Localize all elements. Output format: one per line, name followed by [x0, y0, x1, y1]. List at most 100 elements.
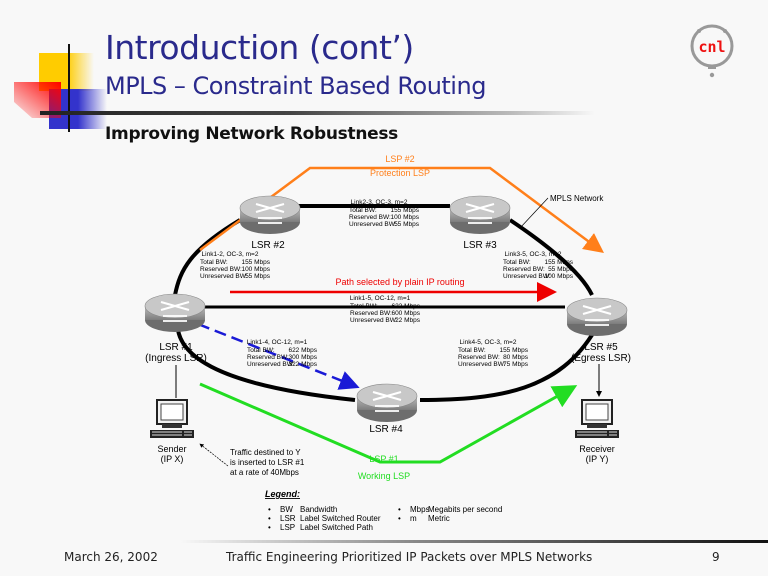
sender-label: Sender [157, 444, 186, 454]
router-lsr1[interactable] [143, 292, 207, 334]
link-unreserved-bw-label: Unreserved BW: [458, 361, 506, 368]
link-unreserved-bw-label: Unreserved BW: [349, 221, 397, 228]
section-heading: Improving Network Robustness [105, 124, 399, 144]
sender-computer[interactable] [149, 399, 195, 439]
link-4-5-line [419, 328, 597, 402]
traffic-note-line: Traffic destined to Y [230, 448, 301, 457]
link-reserved-bw-label: Reserved BW: [458, 354, 500, 361]
link-reserved-bw-label: Reserved BW: [349, 214, 391, 221]
link-total-bw-value: 155 Mbps [390, 207, 419, 214]
lsr4-label: LSR #4 [369, 424, 403, 435]
legend: • BW Bandwidth • LSR Label Switched Router • LS… [268, 505, 502, 532]
link-reserved-bw-value: 300 Mbps [288, 354, 317, 361]
link-total-bw-value: 622 Mbps [391, 303, 420, 310]
blue-dashed-path [197, 322, 360, 390]
legend-abbr: Mbps [410, 505, 430, 514]
legend-abbr: LSP [280, 523, 295, 532]
legend-bullet: • [268, 505, 271, 514]
link-total-bw-value: 155 Mbps [241, 259, 270, 266]
link-reserved-bw-value: 100 Mbps [390, 214, 419, 221]
legend-bullet: • [398, 514, 401, 523]
footer-date: March 26, 2002 [64, 550, 158, 564]
link-unreserved-bw-value: 22 Mbps [395, 317, 421, 324]
legend-meaning: Metric [428, 514, 450, 523]
link-name: Link2-3, OC-3, m=2 [351, 199, 408, 206]
router-lsr3[interactable] [448, 194, 512, 236]
link-name: Link4-5, OC-3, m=2 [460, 339, 517, 346]
link-reserved-bw-value: 600 Mbps [391, 310, 420, 317]
traffic-note-line: is inserted to LSR #1 [230, 458, 305, 467]
logo-text: cnl [698, 38, 725, 56]
link-unreserved-bw-value: 55 Mbps [394, 221, 420, 228]
sender-sublabel: (IP X) [161, 454, 184, 464]
link-total-bw-label: Total BW: [247, 347, 275, 354]
receiver-label: Receiver [579, 444, 615, 454]
lsr1-sublabel: (Ingress LSR) [145, 353, 207, 364]
link-1-2-line [173, 218, 242, 296]
link-unreserved-bw-label: Unreserved BW: [503, 273, 551, 280]
link-total-bw-label: Total BW: [503, 259, 531, 266]
router-lsr5[interactable] [565, 296, 629, 338]
router-lsr4[interactable] [355, 382, 419, 424]
mpls-network-label: MPLS Network [550, 194, 604, 203]
legend-bullet: • [268, 523, 271, 532]
link-total-bw-label: Total BW: [458, 347, 486, 354]
link-unreserved-bw-label: Unreserved BW: [200, 273, 248, 280]
traffic-note-line: at a rate of 40Mbps [230, 468, 299, 477]
link-name: Link1-2, OC-3, m=2 [202, 251, 259, 258]
link-unreserved-bw-value: 100 Mbps [544, 273, 573, 280]
lsr2-label: LSR #2 [251, 240, 285, 251]
legend-abbr: m [410, 514, 417, 523]
receiver-computer[interactable] [574, 399, 620, 439]
link-total-bw-value: 622 Mbps [288, 347, 317, 354]
mpls-network-pointer [519, 197, 549, 229]
protection-lsp-desc: Protection LSP [370, 168, 430, 178]
lsr5-sublabel: (Egress LSR) [571, 353, 631, 364]
title-underline [40, 111, 595, 115]
legend-meaning: Megabits per second [428, 505, 502, 514]
link-name: Link1-5, OC-12, m=1 [350, 295, 411, 302]
link-total-bw-label: Total BW: [350, 303, 378, 310]
link-unreserved-bw-label: Unreserved BW: [350, 317, 398, 324]
traffic-note: Traffic destined to Y is inserted to LSR… [230, 448, 305, 477]
lsr5-label: LSR #5 [584, 342, 618, 353]
page-number: 9 [712, 550, 720, 564]
title-decoration [0, 30, 110, 140]
receiver-sublabel: (IP Y) [586, 454, 609, 464]
link-reserved-bw-label: Reserved BW: [200, 266, 242, 273]
legend-meaning: Label Switched Path [300, 523, 373, 532]
legend-bullet: • [398, 505, 401, 514]
ip-routing-desc: Path selected by plain IP routing [336, 277, 465, 287]
link-name: Link1-4, OC-12, m=1 [247, 339, 308, 346]
slide-subtitle: MPLS – Constraint Based Routing [105, 72, 486, 100]
link-total-bw-label: Total BW: [200, 259, 228, 266]
lsr3-label: LSR #3 [463, 240, 497, 251]
link-reserved-bw-label: Reserved BW: [247, 354, 289, 361]
link-reserved-bw-label: Reserved BW: [350, 310, 392, 317]
router-lsr2[interactable] [238, 194, 302, 236]
working-lsp-name: LSP #1 [369, 454, 398, 464]
link-total-bw-value: 155 Mbps [499, 347, 528, 354]
link-reserved-bw-label: Reserved BW: [503, 266, 545, 273]
link-reserved-bw-value: 80 Mbps [503, 354, 529, 361]
link-3-5-line [508, 218, 594, 296]
link-unreserved-bw-label: Unreserved BW: [247, 361, 295, 368]
link-reserved-bw-value: 55 Mbps [548, 266, 574, 273]
protection-lsp-name: LSP #2 [385, 154, 414, 164]
link-unreserved-bw-value: 55 Mbps [245, 273, 271, 280]
working-lsp-path [199, 382, 578, 464]
legend-meaning: Label Switched Router [300, 514, 381, 523]
slide-title: Introduction (cont’) [105, 28, 414, 67]
legend-abbr: BW [280, 505, 293, 514]
legend-abbr: LSR [280, 514, 296, 523]
link-total-bw-label: Total BW: [349, 207, 377, 214]
legend-meaning: Bandwidth [300, 505, 337, 514]
footer-rule [180, 540, 768, 543]
link-unreserved-bw-value: 322 Mbps [288, 361, 317, 368]
